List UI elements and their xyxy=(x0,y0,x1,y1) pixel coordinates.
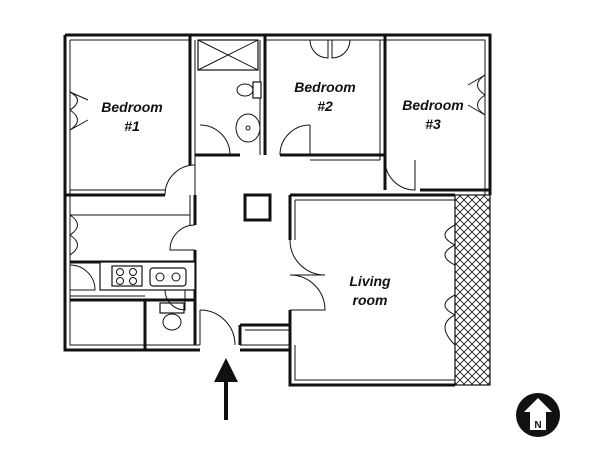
north-compass-icon: N xyxy=(516,393,560,437)
bedroom-1-label-line1: Bedroom xyxy=(101,99,162,115)
bedroom-1-walls xyxy=(65,35,196,197)
outer-walls xyxy=(63,33,492,387)
bedroom-2-label-line1: Bedroom xyxy=(294,79,355,95)
bathroom-walls xyxy=(195,35,267,157)
bedroom-3-label-line1: Bedroom xyxy=(402,97,463,113)
living-room-label-line1: Living xyxy=(349,273,391,289)
doors xyxy=(69,39,486,346)
compass-letter: N xyxy=(534,420,541,431)
bedroom-1-label-line2: #1 xyxy=(124,118,140,134)
entrance-arrow-icon xyxy=(214,358,238,420)
kitchen-walls xyxy=(70,195,197,350)
living-room-label-line2: room xyxy=(353,292,388,308)
living-room-walls xyxy=(238,193,455,350)
bedroom-3-label-line2: #3 xyxy=(425,116,441,132)
balcony xyxy=(454,194,491,386)
bedroom-2-label-line2: #2 xyxy=(317,98,333,114)
